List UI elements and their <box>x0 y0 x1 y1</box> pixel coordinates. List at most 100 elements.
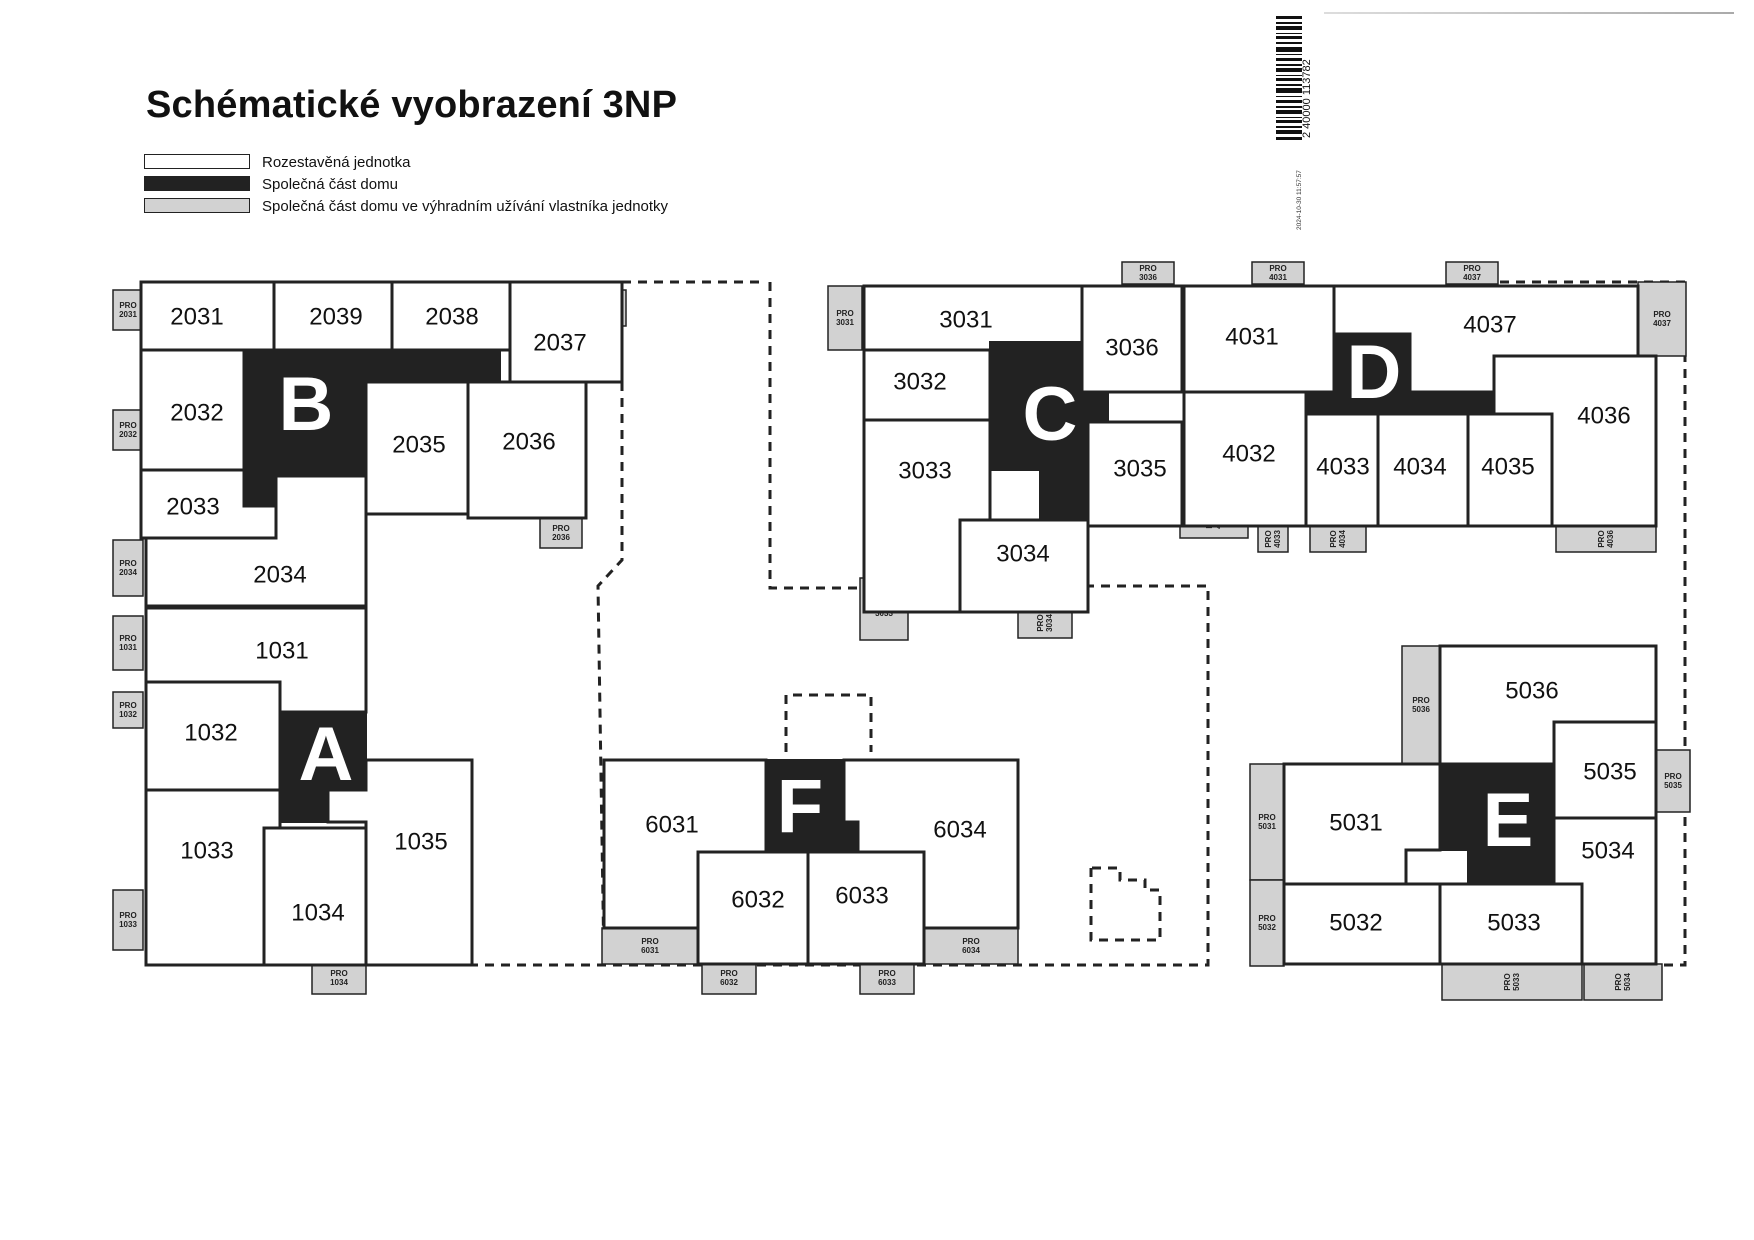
unit-label: 2032 <box>170 399 223 426</box>
unit-label: 5031 <box>1329 809 1382 836</box>
unit-1033 <box>144 788 282 967</box>
labels: 2031 2039 2038 2037 2032 2033 2035 2036 2034 1031… <box>166 303 1636 936</box>
core-label: F <box>777 764 823 849</box>
unit-label: 2034 <box>253 561 306 588</box>
unit-label: 3036 <box>1105 334 1158 361</box>
unit-label: 2031 <box>170 303 223 330</box>
unit-label: 1032 <box>184 719 237 746</box>
unit-label: 6031 <box>645 811 698 838</box>
pro-area-2034 <box>112 539 144 597</box>
unit-1034 <box>262 826 368 967</box>
barcode-text: 2 40000 113782 <box>1301 59 1313 138</box>
core-F <box>765 759 859 853</box>
unit-label: 3034 <box>996 540 1049 567</box>
legend-swatch-common <box>144 176 250 191</box>
page-title: Schématické vyobrazení 3NP <box>146 84 678 126</box>
unit-label: 4035 <box>1481 453 1534 480</box>
pro-area-2032 <box>112 409 144 451</box>
core-label: C <box>1023 372 1078 457</box>
pro-area-label: PRO3034 <box>1036 614 1054 632</box>
pro-area-label: PRO4033 <box>1264 530 1282 548</box>
legend-label: Společná část domu ve výhradním užívání … <box>262 198 669 215</box>
pro-area-4036 <box>1555 525 1657 553</box>
legend-label: Společná část domu <box>262 176 398 193</box>
pro-area-1032 <box>112 691 144 729</box>
unit-label: 6034 <box>933 816 986 843</box>
unit-2036 <box>466 380 588 520</box>
unit-label: 2037 <box>533 329 586 356</box>
unit-label: 5035 <box>1583 758 1636 785</box>
pro-area-1033 <box>112 889 144 951</box>
core-D <box>1305 333 1495 415</box>
unit-label: 3033 <box>898 457 951 484</box>
unit-label: 4036 <box>1577 402 1630 429</box>
unit-label: 1031 <box>255 637 308 664</box>
pro-areas: PRO1031PRO1032PRO1033PRO1034PRO1035PRO20… <box>112 261 1691 1001</box>
unit-label: 4032 <box>1222 440 1275 467</box>
legend-swatch-reserved <box>144 198 250 213</box>
unit-label: 3035 <box>1113 455 1166 482</box>
pro-area-6034 <box>923 927 1019 965</box>
unit-label: 5032 <box>1329 909 1382 936</box>
unit-label: 4031 <box>1225 323 1278 350</box>
pro-area-2036 <box>539 517 583 549</box>
pro-area-5036 <box>1401 645 1441 765</box>
legend-swatch-unit <box>144 154 250 169</box>
pro-area-label: PRO4034 <box>1329 530 1347 548</box>
pro-area-4037 <box>1637 281 1687 357</box>
unit-label: 2036 <box>502 428 555 455</box>
core-label: D <box>1347 330 1402 415</box>
unit-label: 4033 <box>1316 453 1369 480</box>
pro-area-3036 <box>1121 261 1175 285</box>
barcode-icon: 2 40000 113782 <box>1276 16 1313 140</box>
core-E <box>1439 763 1555 885</box>
pro-area-label: PRO5034 <box>1614 973 1632 991</box>
core-C <box>989 341 1109 521</box>
unit-label: 2033 <box>166 493 219 520</box>
unit-label: 5033 <box>1487 909 1540 936</box>
unit-label: 5036 <box>1505 677 1558 704</box>
core-A <box>279 711 367 823</box>
unit-label: 2038 <box>425 303 478 330</box>
pro-area-label: PRO5033 <box>1503 973 1521 991</box>
pro-area-1034 <box>311 961 367 995</box>
pro-area-4034 <box>1309 525 1367 553</box>
scan-edge-line <box>1324 12 1734 14</box>
unit-label: 3032 <box>893 368 946 395</box>
pro-area-4031 <box>1251 261 1305 285</box>
unit-label: 2039 <box>309 303 362 330</box>
unit-3036 <box>1080 284 1184 394</box>
pro-area-6031 <box>601 927 699 965</box>
unit-label: 4034 <box>1393 453 1446 480</box>
unit-label: 1033 <box>180 837 233 864</box>
cores <box>243 333 1555 885</box>
unit-label: 2035 <box>392 431 445 458</box>
unit-label: 4037 <box>1463 311 1516 338</box>
pro-area-3031 <box>827 285 863 351</box>
pro-area-5033 <box>1441 963 1583 1001</box>
pro-area-label: PRO4036 <box>1597 530 1615 548</box>
pro-area-6032 <box>701 961 757 995</box>
legend-label: Rozestavěná jednotka <box>262 154 411 171</box>
unit-label: 3031 <box>939 306 992 333</box>
